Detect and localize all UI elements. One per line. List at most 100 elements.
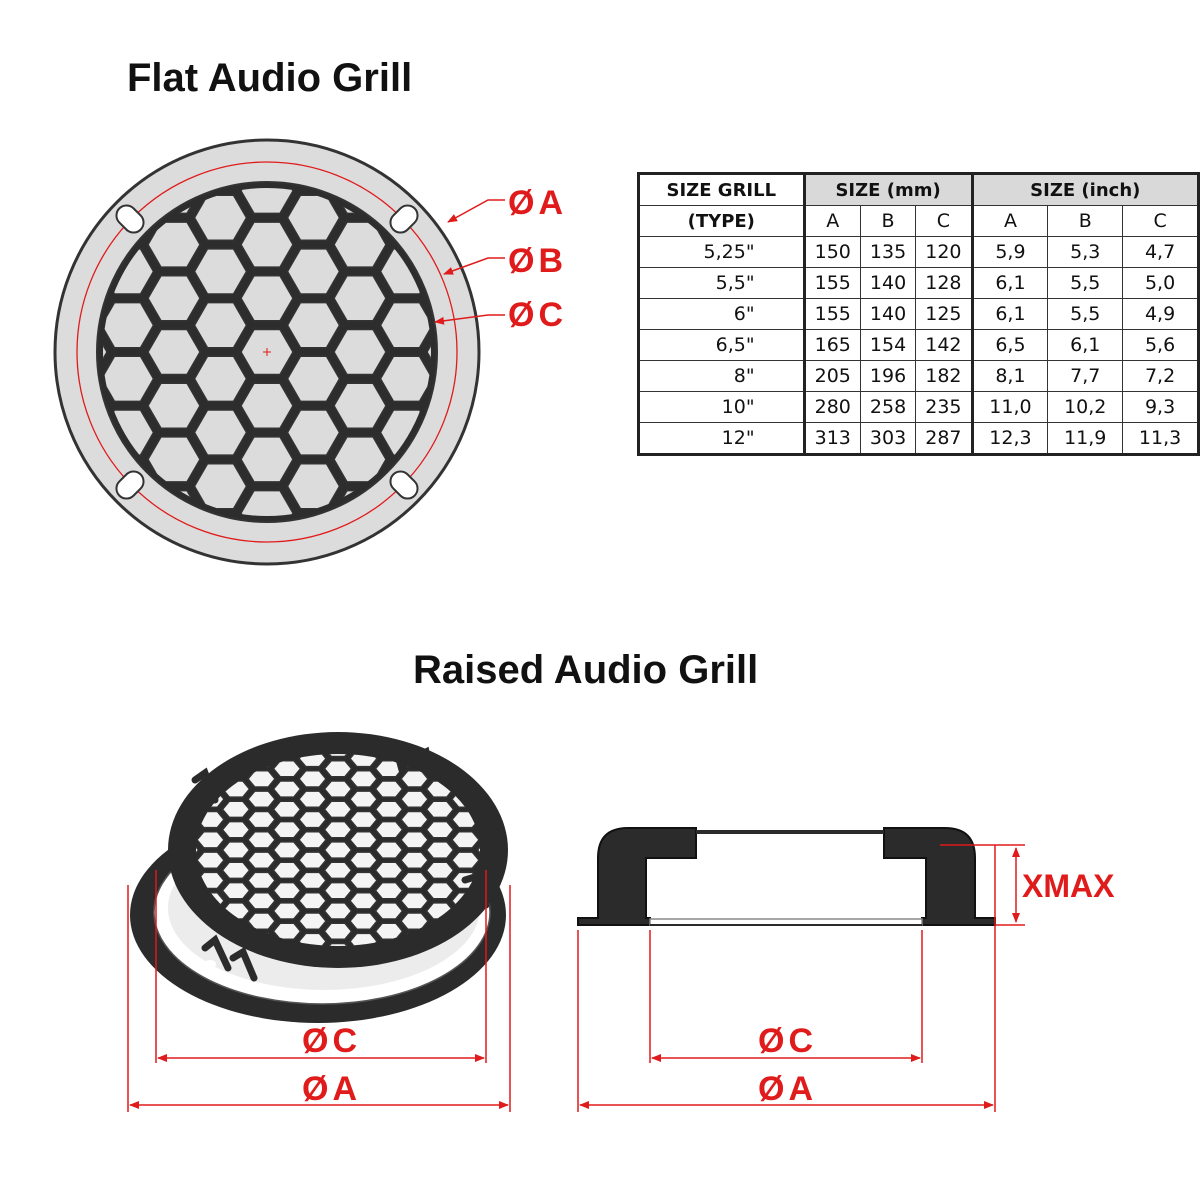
hex-cell [476, 841, 480, 859]
cell-type: 5,5" [637, 267, 805, 299]
subheader-mm-b: B [859, 205, 917, 237]
subheader-mm-a: A [802, 205, 861, 237]
cell-inch-a: 12,3 [970, 422, 1049, 456]
hex-cell [103, 355, 155, 403]
hex-cell [425, 800, 455, 819]
cell-inch-c: 5,0 [1122, 267, 1200, 299]
cell-mm-c: 120 [915, 236, 973, 268]
hex-cell [349, 912, 378, 930]
header-size-grill: SIZE GRILL [637, 172, 805, 206]
hex-cell [193, 409, 248, 456]
hex-cell [323, 759, 353, 778]
hex-cell [247, 851, 276, 869]
hex-cell [240, 382, 294, 429]
hex-cell [193, 248, 248, 295]
hex-cell [349, 810, 378, 829]
cell-type: 10" [637, 391, 805, 423]
hex-cell [147, 436, 201, 483]
hex-cell [240, 275, 294, 322]
cell-inch-b: 5,5 [1047, 267, 1124, 299]
cell-mm-a: 150 [802, 236, 861, 268]
cell-mm-b: 303 [859, 422, 917, 456]
subheader-inch-a: A [970, 205, 1049, 237]
table-row: 6,5" 165 154 142 6,5 6,1 5,6 [637, 329, 1200, 361]
hex-cell [425, 881, 455, 900]
cell-type: 8" [637, 360, 805, 392]
cell-inch-b: 5,5 [1047, 298, 1124, 330]
hex-cell [221, 820, 251, 839]
hex-cell [425, 820, 455, 839]
cell-mm-c: 142 [915, 329, 973, 361]
hex-cell [221, 841, 251, 859]
raised-grill-side-profile [577, 827, 996, 926]
cell-mm-b: 196 [859, 360, 917, 392]
hex-cell [323, 780, 353, 798]
hex-cell [103, 301, 155, 349]
subheader-inch-c: C [1122, 205, 1200, 237]
hex-cell [286, 355, 341, 403]
hex-cell [400, 891, 429, 910]
cell-inch-a: 11,0 [970, 391, 1049, 423]
cell-type: 6" [637, 298, 805, 330]
table-row: 10" 280 258 235 11,0 10,2 9,3 [637, 391, 1200, 423]
hex-cell [240, 188, 294, 215]
hex-cell [193, 194, 248, 242]
hex-cell [247, 770, 276, 788]
hex-cell [247, 871, 276, 890]
hex-cell [333, 382, 387, 429]
hex-cell [323, 902, 353, 920]
hex-cell [298, 891, 327, 910]
hex-cell [298, 770, 327, 788]
hex-cell [323, 861, 353, 880]
hex-cell [374, 800, 404, 819]
cell-inch-b: 10,2 [1047, 391, 1124, 423]
cell-mm-c: 235 [915, 391, 973, 423]
cell-inch-b: 11,9 [1047, 422, 1124, 456]
hex-cell [400, 831, 429, 849]
hex-cell [451, 831, 480, 849]
raised-grill-clips [191, 742, 490, 982]
hex-cell [240, 221, 294, 268]
hex-cell [247, 891, 276, 910]
hex-cell [323, 820, 353, 839]
hex-cell [298, 871, 327, 890]
table-row: 8" 205 196 182 8,1 7,7 7,2 [637, 360, 1200, 392]
hex-cell [193, 462, 248, 510]
hex-cell [247, 831, 276, 849]
hex-cell [286, 301, 341, 349]
raised-grill-title: Raised Audio Grill [413, 648, 759, 692]
hex-cell [349, 790, 378, 809]
hex-cell [374, 861, 404, 880]
cell-mm-a: 165 [802, 329, 861, 361]
hex-cell [333, 328, 387, 376]
hex-cell [272, 780, 302, 798]
cell-type: 6,5" [637, 329, 805, 361]
hex-cell [298, 810, 327, 829]
table-row: 6" 155 140 125 6,1 5,5 4,9 [637, 298, 1200, 330]
hex-cell [426, 328, 431, 376]
hex-cell [196, 851, 225, 869]
cell-inch-c: 4,9 [1122, 298, 1200, 330]
hex-cell [379, 355, 431, 403]
cell-mm-a: 205 [802, 360, 861, 392]
cell-mm-a: 155 [802, 298, 861, 330]
cell-inch-b: 5,3 [1047, 236, 1124, 268]
hex-cell [323, 942, 353, 946]
hex-cell [323, 841, 353, 859]
flat-grill-title: Flat Audio Grill [127, 56, 413, 100]
table-row: 12" 313 303 287 12,3 11,9 11,3 [637, 422, 1200, 456]
hex-cell [333, 275, 387, 322]
hex-cell [374, 820, 404, 839]
hex-cell [147, 328, 201, 376]
cell-inch-c: 7,2 [1122, 360, 1200, 392]
cell-inch-a: 6,5 [970, 329, 1049, 361]
cell-mm-c: 128 [915, 267, 973, 299]
cell-mm-a: 280 [802, 391, 861, 423]
hex-cell [272, 759, 302, 778]
hex-cell [272, 800, 302, 819]
